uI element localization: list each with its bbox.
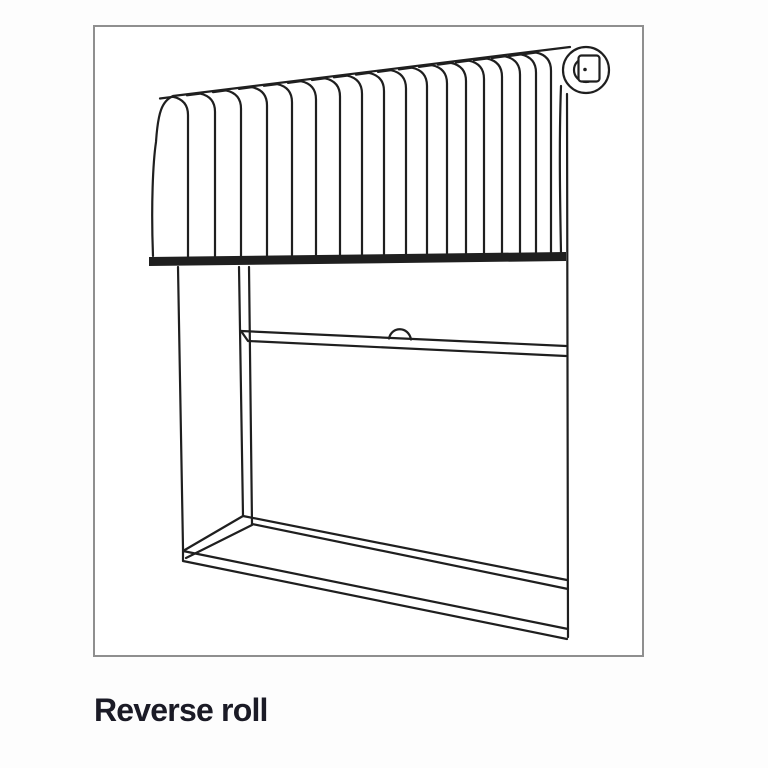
shade-ribs [158,51,553,259]
window-jambs [176,265,254,550]
window-sill [181,514,570,641]
shade-right-edge [558,84,563,255]
sash-lift-handle [387,328,413,341]
figure-caption: Reverse roll [94,692,268,728]
roller-end-cap [561,45,611,95]
shade-hem-bar [149,252,566,266]
shade-left-top-edge [151,45,572,258]
line-art [149,45,611,641]
roller-pin-center-dot [583,67,587,72]
sash-meeting-rail [239,329,568,358]
window-right-jamb [565,92,570,639]
roller-pin [577,54,601,83]
